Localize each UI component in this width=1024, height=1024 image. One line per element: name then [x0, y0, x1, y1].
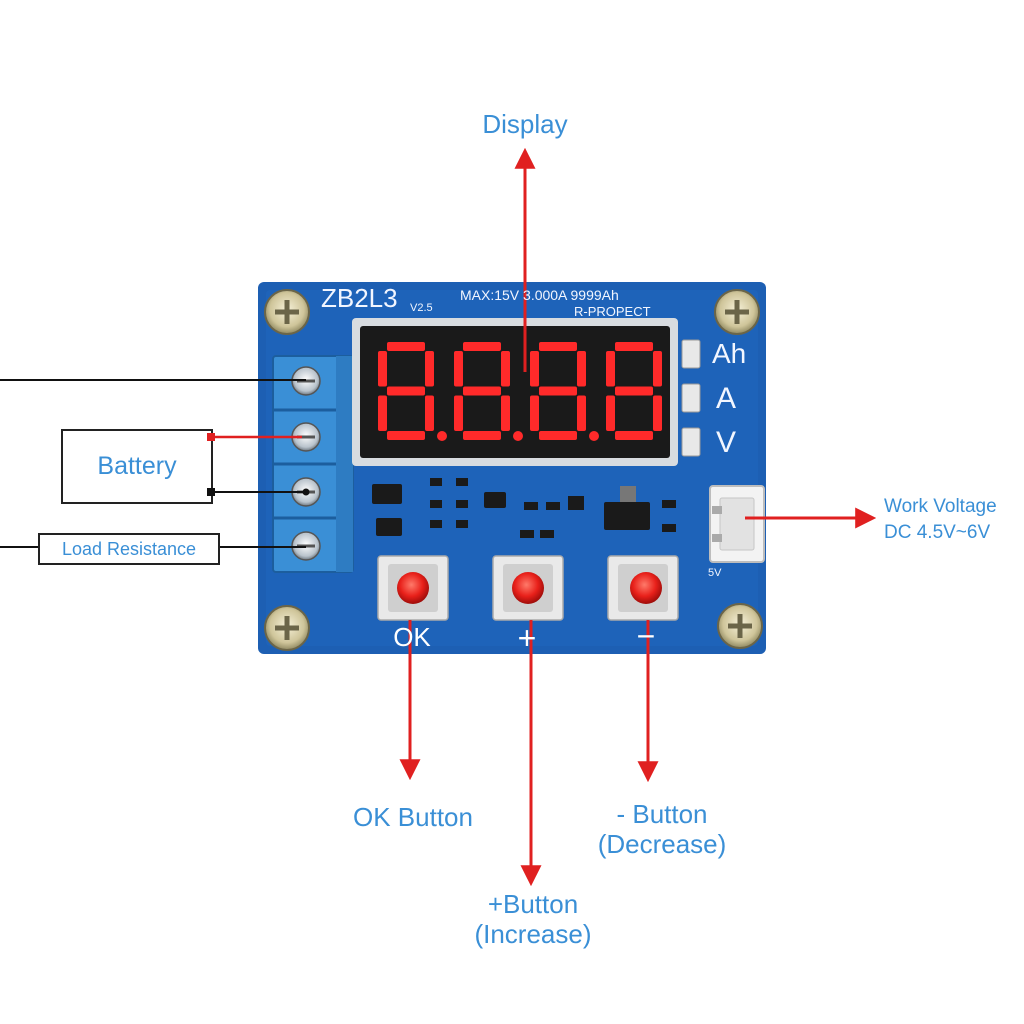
digit-segment: [463, 342, 501, 351]
digit-segment: [378, 351, 387, 387]
ok-button-callout: OK Button: [353, 802, 473, 832]
battery-negative-terminal: [207, 488, 215, 496]
unit-led-a: [681, 383, 701, 413]
digit-segment: [615, 386, 653, 396]
plus-tactile-button[interactable]: [492, 555, 564, 621]
plus-button-line2: (Increase): [474, 918, 592, 949]
digit-segment: [463, 386, 501, 396]
digit-segment: [539, 342, 577, 351]
digit-segment: [425, 351, 434, 387]
battery-callout: Battery: [97, 452, 177, 480]
board-brand: R-PROPECT: [574, 304, 651, 319]
mounting-screw-icon: [714, 289, 760, 335]
battery-positive-terminal: [207, 433, 215, 441]
digit-segment: [501, 395, 510, 431]
power-connector: [709, 485, 765, 563]
decimal-point: [437, 431, 447, 441]
decimal-point: [513, 431, 523, 441]
connector-label: 5V: [708, 567, 722, 579]
wire-junction: [302, 488, 310, 496]
digit-segment: [539, 431, 577, 440]
board-spec: MAX:15V 3.000A 9999Ah: [460, 287, 619, 303]
digit-segment: [539, 386, 577, 396]
digit-segment: [606, 351, 615, 387]
load-resistance-callout: Load Resistance: [38, 533, 220, 565]
minus-button-label: −: [636, 618, 656, 654]
board-model: ZB2L3: [321, 283, 398, 313]
mounting-screw-icon: [264, 289, 310, 335]
digit-segment: [387, 431, 425, 440]
work-voltage-callout: Work Voltage DC 4.5V~6V: [884, 494, 997, 545]
digit-segment: [577, 395, 586, 431]
display-digits: [378, 342, 662, 441]
digit-segment: [606, 395, 615, 431]
digit-segment: [577, 351, 586, 387]
minus-button-callout: - Button (Decrease): [578, 799, 746, 860]
digit-segment: [530, 351, 539, 387]
mounting-screw-icon: [264, 605, 310, 651]
digit-segment: [653, 395, 662, 431]
work-voltage-line1: Work Voltage: [884, 496, 997, 517]
minus-button-line1: - Button: [616, 799, 708, 829]
decimal-point: [589, 431, 599, 441]
plus-button-label: +: [517, 620, 537, 656]
minus-tactile-button[interactable]: [607, 555, 679, 621]
ok-button-label: OK: [393, 622, 431, 652]
plus-button-callout: +Button (Increase): [455, 889, 611, 950]
digit-segment: [425, 395, 434, 431]
unit-label-a: A: [716, 382, 737, 415]
ok-tactile-button[interactable]: [377, 555, 449, 621]
mounting-screw-icon: [717, 603, 763, 649]
unit-led-ah: [681, 339, 701, 369]
work-voltage-line2: DC 4.5V~6V: [884, 521, 991, 543]
digit-segment: [387, 342, 425, 351]
digit-segment: [615, 431, 653, 440]
smd-components: [372, 478, 676, 538]
digit-segment: [378, 395, 387, 431]
digit-segment: [387, 386, 425, 396]
digit-segment: [653, 351, 662, 387]
digit-segment: [454, 351, 463, 387]
minus-button-line2: (Decrease): [597, 828, 727, 859]
battery-box: [61, 429, 213, 504]
digit-segment: [463, 431, 501, 440]
digit-segment: [615, 342, 653, 351]
unit-label-v: V: [716, 426, 737, 459]
digit-segment: [454, 395, 463, 431]
board-version: V2.5: [410, 302, 433, 314]
unit-label-ah: Ah: [712, 338, 747, 369]
digit-segment: [530, 395, 539, 431]
digit-segment: [501, 351, 510, 387]
display-callout: Display: [482, 109, 568, 139]
plus-button-line1: +Button: [487, 889, 579, 919]
unit-led-v: [681, 427, 701, 457]
